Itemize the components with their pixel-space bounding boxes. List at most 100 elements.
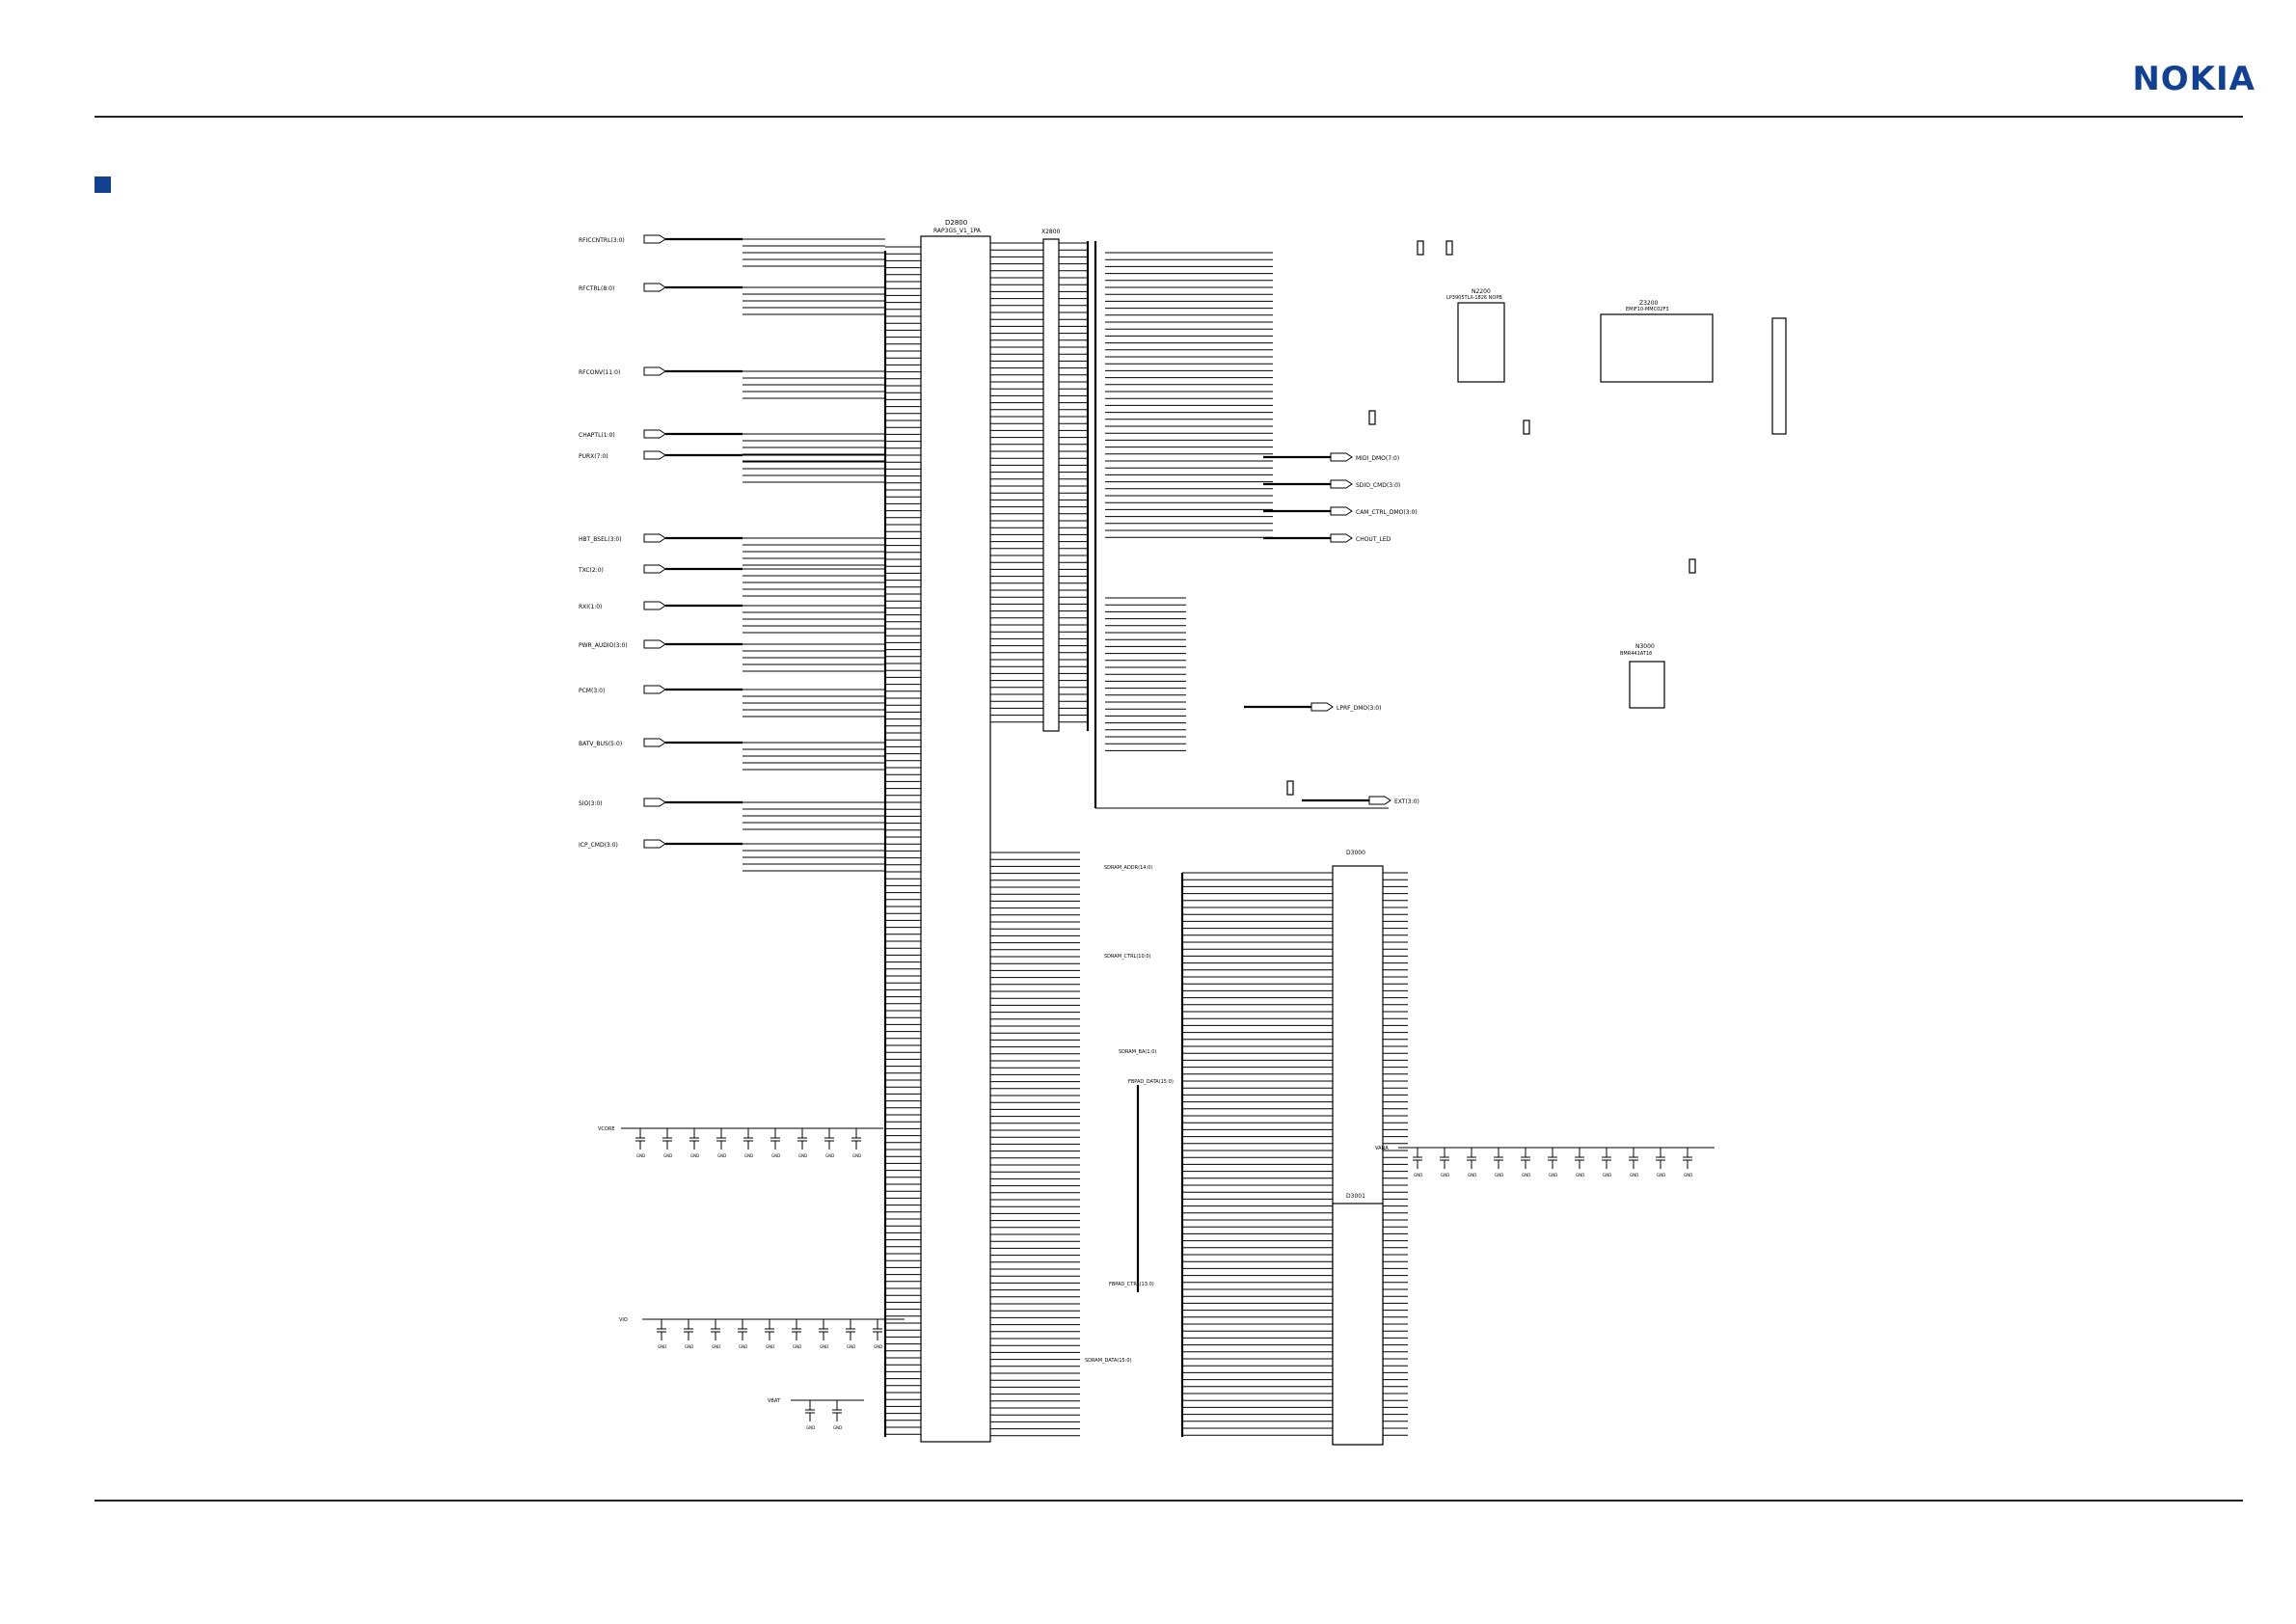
ground-label: GND [820,1344,828,1349]
main-ic-part: RAP3GS_V1_1PA [933,228,982,234]
bus-label: SDRAM_ADDR(14:0) [1104,865,1152,871]
left-net-labels: RFICCNTRL(3:0)RFCTRL(8:0)RFCONV(11:0)CHA… [578,234,885,872]
left-net-label: TXC(2:0) [578,567,604,574]
ground-label: GND [874,1344,882,1349]
wires: SDRAM_ADDR(14:0)SDRAM_CTRL(10:0)SDRAM_BA… [883,241,1389,1437]
left-net-label: CHAPTL(1:0) [579,432,615,439]
left-net-flag [643,738,666,747]
supply-label: VIO [619,1317,628,1323]
side-connector-body [1771,317,1787,435]
right-net-flag [1310,702,1334,712]
footer-rule [95,1500,2243,1502]
left-net-flag [643,366,666,376]
left-net-label: PURX(7:0) [579,453,608,460]
ground-label: GND [658,1344,666,1349]
right-net-label: SDIO_CMD(3:0) [1356,482,1400,489]
left-net-label: PCM(3:0) [579,688,605,694]
display-ctrl-part: LP3905TLX-1826 NOPB [1446,295,1502,301]
ground-label: GND [798,1153,807,1158]
pin-rows [885,242,1408,1437]
bus-label: SDRAM_DATA(15:0) [1085,1358,1132,1364]
display-ctrl-body [1457,302,1505,383]
left-net-flag [643,450,666,460]
ground-label: GND [771,1153,780,1158]
ground-label: GND [806,1425,815,1430]
ground-label: GND [766,1344,774,1349]
ground-label: GND [793,1344,801,1349]
left-net-label: RFCTRL(8:0) [579,285,614,292]
left-net-flag [643,234,666,244]
right-net-flag [1330,479,1353,489]
resistor-body [1445,240,1453,256]
right-net-label: EXT(3:0) [1394,798,1419,805]
right-net-label: LPRF_DMO(3:0) [1337,705,1381,712]
passive-components: VCORE GND GND GND GND GND GND GND GND GND VIO GND GN… [598,240,1715,1430]
left-net-label: ICP_CMD(3:0) [579,842,618,849]
left-net-label: PWR_AUDIO(3:0) [579,642,628,649]
left-net-label: BATV_BUS(5:0) [579,741,622,747]
resistor-body [1368,410,1376,425]
ground-label: GND [1630,1173,1638,1177]
bottom-conn2-ref: D3001 [1346,1193,1365,1200]
left-net-flag [643,798,666,807]
supply-label: VCORE [598,1126,614,1132]
supply-label: VBAT [768,1398,781,1404]
bus-label: FBPAD_DATA(15:0) [1128,1079,1174,1085]
main-ic-body [920,235,991,1443]
left-net-flag [643,564,666,574]
ground-label: GND [847,1344,855,1349]
ground-label: GND [739,1344,747,1349]
ground-label: GND [1495,1173,1503,1177]
temp-ic-part: BMR441AT18 [1620,651,1652,657]
left-net-label: SIO(3:0) [579,800,603,807]
header-rule [95,116,2243,118]
main-ic-ref: D2800 [945,219,967,227]
resistor-body [1688,558,1696,574]
connector-body [1042,238,1060,732]
bottom-conn-ref: D3000 [1346,850,1365,856]
bottom-conn2-body [1332,1203,1384,1446]
ground-label: GND [1684,1173,1692,1177]
resistor-body [1523,420,1530,435]
ground-label: GND [1441,1173,1449,1177]
left-net-flag [643,429,666,439]
resistor-body [1417,240,1424,256]
right-net-label: CHOUT_LED [1356,536,1391,543]
left-net-flag [643,639,666,649]
ground-label: GND [1468,1173,1476,1177]
emi-filter-part: EMIF10-MMC02F3 [1626,307,1669,312]
left-net-flag [643,839,666,849]
right-net-label: MIDI_DMO(7:0) [1356,455,1399,462]
ground-label: GND [744,1153,753,1158]
ground-label: GND [1522,1173,1530,1177]
right-net-labels: MIDI_DMO(7:0) SDIO_CMD(3:0) CAM_CTRL_DMO(3… [1244,452,1419,805]
resistor-body [1286,780,1294,796]
left-net-flag [643,601,666,610]
left-net-label: RXI(1:0) [579,604,602,610]
ground-label: GND [825,1153,834,1158]
ground-label: GND [833,1425,842,1430]
ground-label: GND [690,1153,699,1158]
ground-label: GND [717,1153,726,1158]
left-net-label: RFICCNTRL(3:0) [579,237,625,244]
ground-label: GND [1603,1173,1611,1177]
bus-label: SDRAM_BA(1:0) [1119,1049,1156,1055]
supply-label: VANA [1375,1146,1389,1151]
temp-ic-body [1629,661,1665,709]
ground-label: GND [852,1153,861,1158]
left-net-flag [643,533,666,543]
right-net-flag [1330,506,1353,516]
temp-ic-ref: N3000 [1635,643,1655,650]
left-net-flag [643,283,666,292]
ground-label: GND [1657,1173,1665,1177]
left-net-label: HBT_BSEL(3:0) [579,536,622,543]
ground-label: GND [685,1344,693,1349]
right-net-flag [1368,796,1391,805]
ground-label: GND [1549,1173,1557,1177]
ground-label: GND [636,1153,645,1158]
bus-label: FBPAD_CTRL(13:0) [1109,1282,1154,1287]
right-net-label: CAM_CTRL_DMO(3:0) [1356,509,1418,516]
ground-label: GND [663,1153,672,1158]
nokia-logo: NOKIA [2132,60,2255,98]
